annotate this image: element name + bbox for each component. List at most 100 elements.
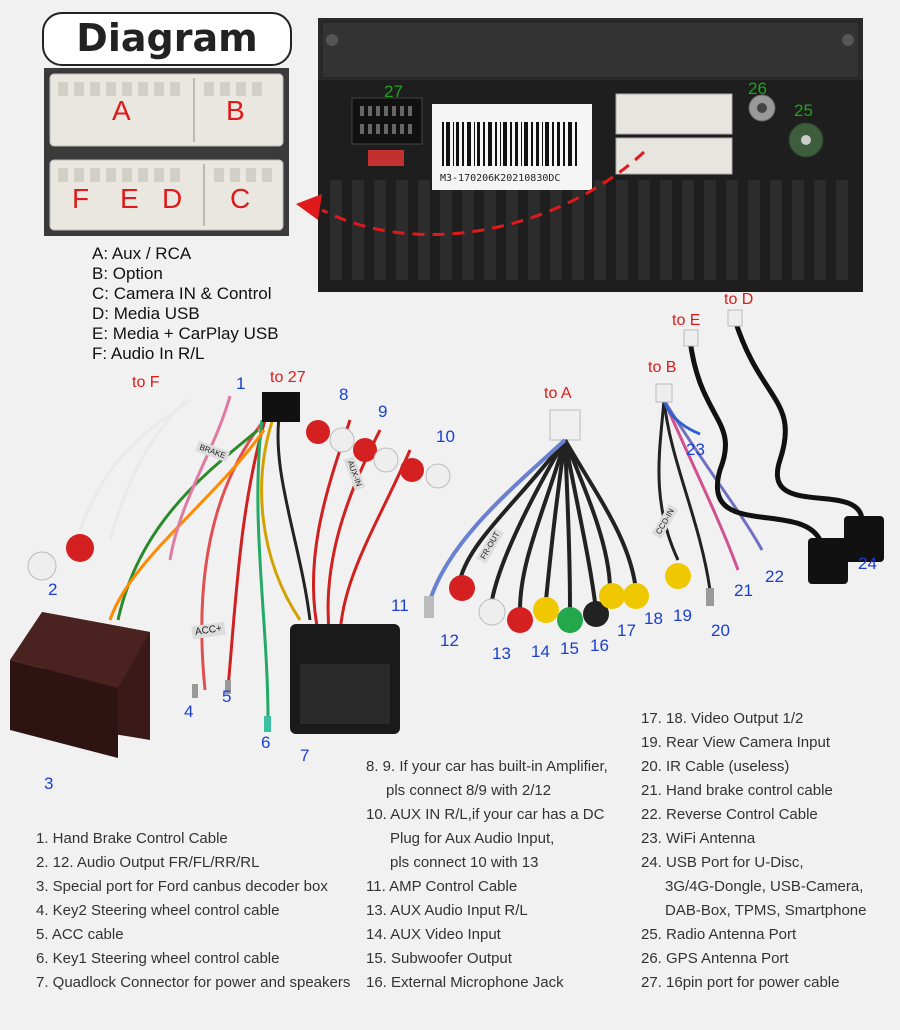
usb-port-1	[808, 538, 848, 584]
port-27-plug	[262, 392, 300, 422]
rca-red-8	[306, 420, 330, 444]
note-left-1: 1. Hand Brake Control Cable	[36, 830, 228, 847]
note-right-10: 25. Radio Antenna Port	[641, 926, 797, 943]
note-mid-7: 13. AUX Audio Input R/L	[366, 902, 528, 919]
usb-port-2	[844, 516, 884, 562]
fuse	[368, 150, 404, 166]
rca-white-10	[425, 463, 451, 489]
cable-number-18: 18	[644, 609, 663, 628]
label-to-e: to E	[672, 312, 701, 329]
rca-red-2	[66, 534, 94, 562]
cable-number-14: 14	[531, 642, 550, 661]
connector-letter-d: D	[162, 183, 182, 214]
cable-number-7: 7	[300, 746, 310, 765]
rca-red-9	[353, 438, 377, 462]
connector-photo-drawing: A B F E D C	[49, 73, 284, 231]
arrow-head	[296, 194, 322, 220]
usb-cables	[687, 319, 865, 542]
connector-letter-e: E	[120, 183, 139, 214]
cable-number-19: 19	[673, 606, 692, 625]
note-mid-1: 8. 9. If your car has built-in Amplifier…	[366, 758, 608, 775]
note-left-3: 3. Special port for Ford canbus decoder …	[36, 878, 328, 895]
label-to-27: to 27	[270, 369, 306, 386]
rca-white-8	[329, 427, 355, 453]
connector-photo: A B F E D C	[44, 68, 289, 236]
note-right-9: DAB-Box, TPMS, Smartphone	[665, 902, 867, 919]
wire-tip-6	[264, 716, 271, 732]
cable-number-17: 17	[617, 621, 636, 640]
cable-number-1: 1	[236, 374, 246, 393]
cable-number-5: 5	[222, 687, 232, 706]
note-left-2: 2. 12. Audio Output FR/FL/RR/RL	[36, 854, 260, 871]
cable-number-20: 20	[711, 621, 730, 640]
notes-left: 1. Hand Brake Control Cable 2. 12. Audio…	[36, 827, 350, 995]
port-27-label: 27	[384, 82, 403, 101]
note-left-6: 6. Key1 Steering wheel control cable	[36, 950, 280, 967]
cable-number-21: 21	[734, 581, 753, 600]
note-left-5: 5. ACC cable	[36, 926, 124, 943]
cable-number-3: 3	[44, 774, 54, 793]
note-right-8: 3G/4G-Dongle, USB-Camera,	[665, 878, 864, 895]
connector-letter-c: C	[230, 183, 250, 214]
note-mid-6: 11. AMP Control Cable	[366, 878, 518, 895]
note-right-11: 26. GPS Antenna Port	[641, 950, 789, 967]
note-mid-9: 15. Subwoofer Output	[366, 950, 512, 967]
legend-d: D: Media USB	[92, 304, 200, 323]
cable-number-15: 15	[560, 639, 579, 658]
connector-letter-b: B	[226, 95, 245, 126]
cable-number-13: 13	[492, 644, 511, 663]
dashed-arrow-line	[321, 150, 646, 236]
note-mid-5: pls connect 10 with 13	[390, 854, 539, 871]
legend-a: A: Aux / RCA	[92, 244, 192, 263]
legend-f: F: Audio In R/L	[92, 344, 205, 363]
notes-middle: 8. 9. If your car has built-in Amplifier…	[366, 755, 608, 995]
camera-control-wires	[657, 399, 764, 591]
canbus-decoder-box	[10, 612, 150, 758]
cable-number-4: 4	[184, 702, 194, 721]
label-to-f: to F	[132, 374, 160, 391]
connector-letter-a: A	[112, 95, 131, 126]
main-harness-wires	[78, 395, 412, 721]
note-right-1: 17. 18. Video Output 1/2	[641, 710, 804, 727]
ir-tip-20	[706, 588, 714, 606]
rca-white-2	[27, 551, 57, 581]
cable-number-2: 2	[48, 580, 58, 599]
cable-number-23: 23	[686, 440, 705, 459]
rca-bundle-wires	[428, 438, 638, 611]
to-b-plug	[655, 383, 673, 403]
to-d-plug	[727, 309, 743, 327]
note-left-4: 4. Key2 Steering wheel control cable	[36, 902, 280, 919]
cable-number-11: 11	[391, 596, 409, 615]
barcode-text: M3-170206K20210830DC	[440, 173, 560, 184]
rca-bundle-connector	[549, 409, 581, 441]
note-mid-4: Plug for Aux Audio Input,	[390, 830, 555, 847]
label-to-d: to D	[724, 291, 754, 308]
note-right-3: 20. IR Cable (useless)	[641, 758, 790, 775]
head-unit: M3-170206K20210830DC	[318, 18, 863, 292]
note-right-12: 27. 16pin port for power cable	[641, 974, 840, 991]
rca-red-10	[400, 458, 424, 482]
port-25-label: 25	[794, 101, 813, 120]
cable-number-22: 22	[765, 567, 784, 586]
cable-number-16: 16	[590, 636, 609, 655]
connector-letter-f: F	[72, 183, 89, 214]
note-right-5: 22. Reverse Control Cable	[641, 806, 818, 823]
note-left-7: 7. Quadlock Connector for power and spea…	[36, 974, 351, 991]
legend-b: B: Option	[92, 264, 163, 283]
socket-a-b	[615, 93, 733, 135]
wire-tip-4	[192, 684, 198, 698]
label-to-b: to B	[648, 359, 677, 376]
note-right-7: 24. USB Port for U-Disc,	[641, 854, 804, 871]
socket-c-f	[615, 137, 733, 175]
cable-number-24: 24	[858, 554, 877, 573]
note-mid-2: pls connect 8/9 with 2/12	[386, 782, 552, 799]
cable-number-6: 6	[261, 733, 271, 752]
legend-c: C: Camera IN & Control	[92, 284, 272, 303]
rca-white-9	[373, 447, 399, 473]
port-27-socket	[351, 97, 423, 145]
notes-right: 17. 18. Video Output 1/2 19. Rear View C…	[641, 707, 866, 995]
port-26-label: 26	[748, 79, 767, 98]
legend-e: E: Media + CarPlay USB	[92, 324, 279, 343]
cable-number-8: 8	[339, 385, 349, 404]
